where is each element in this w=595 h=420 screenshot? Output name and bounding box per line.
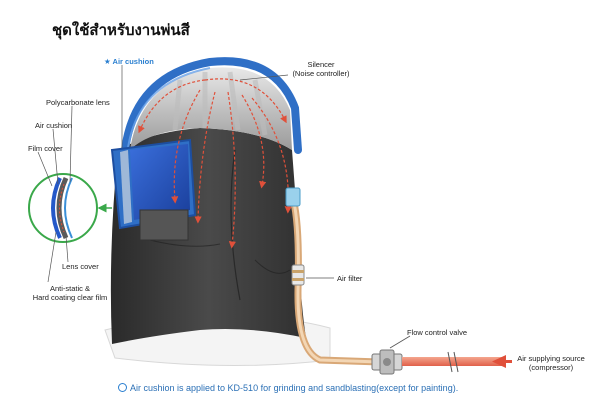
footnote: Air cushion is applied to KD-510 for gri… xyxy=(118,383,458,393)
air-filter xyxy=(291,264,305,286)
lens-cover-label: Lens cover xyxy=(62,262,99,271)
air-cushion-label: Air cushion xyxy=(35,121,73,130)
air-filter-label: Air filter xyxy=(337,274,363,283)
silencer-text: Silencer xyxy=(307,60,335,69)
flow-control-valve-label: Flow control valve xyxy=(407,328,468,337)
page-title: ชุดใช้สำหรับงานพ่นสี xyxy=(52,21,190,39)
supply-arrow xyxy=(492,355,506,368)
anti-static-label: Anti-static & Hard coating clear film xyxy=(22,284,118,302)
circle-bullet-icon xyxy=(118,383,127,392)
chin-guard xyxy=(139,209,189,241)
film-cover-label: Film cover xyxy=(28,144,63,153)
polycarbonate-lens-label: Polycarbonate lens xyxy=(46,98,110,107)
air-hose xyxy=(288,191,384,366)
air-source-line1: Air supplying source xyxy=(517,354,585,363)
air-source-label: Air supplying source (compressor) xyxy=(508,354,594,372)
noise-controller-text: (Noise controller) xyxy=(292,69,350,78)
flow-control-valve xyxy=(371,349,403,375)
air-cushion-top-label: ★ Air cushion xyxy=(104,57,154,66)
anti-static-line1: Anti-static & xyxy=(49,284,90,293)
footnote-text: Air cushion is applied to KD-510 for gri… xyxy=(130,383,459,393)
visor-lens xyxy=(130,144,190,220)
lens-detail-inset xyxy=(28,173,98,243)
silencer-label: Silencer (Noise controller) xyxy=(286,60,356,78)
air-source-line2: (compressor) xyxy=(528,363,574,372)
anti-static-line2: Hard coating clear film xyxy=(32,293,108,302)
helmet-shell xyxy=(121,57,302,154)
supply-pipe xyxy=(402,357,502,366)
